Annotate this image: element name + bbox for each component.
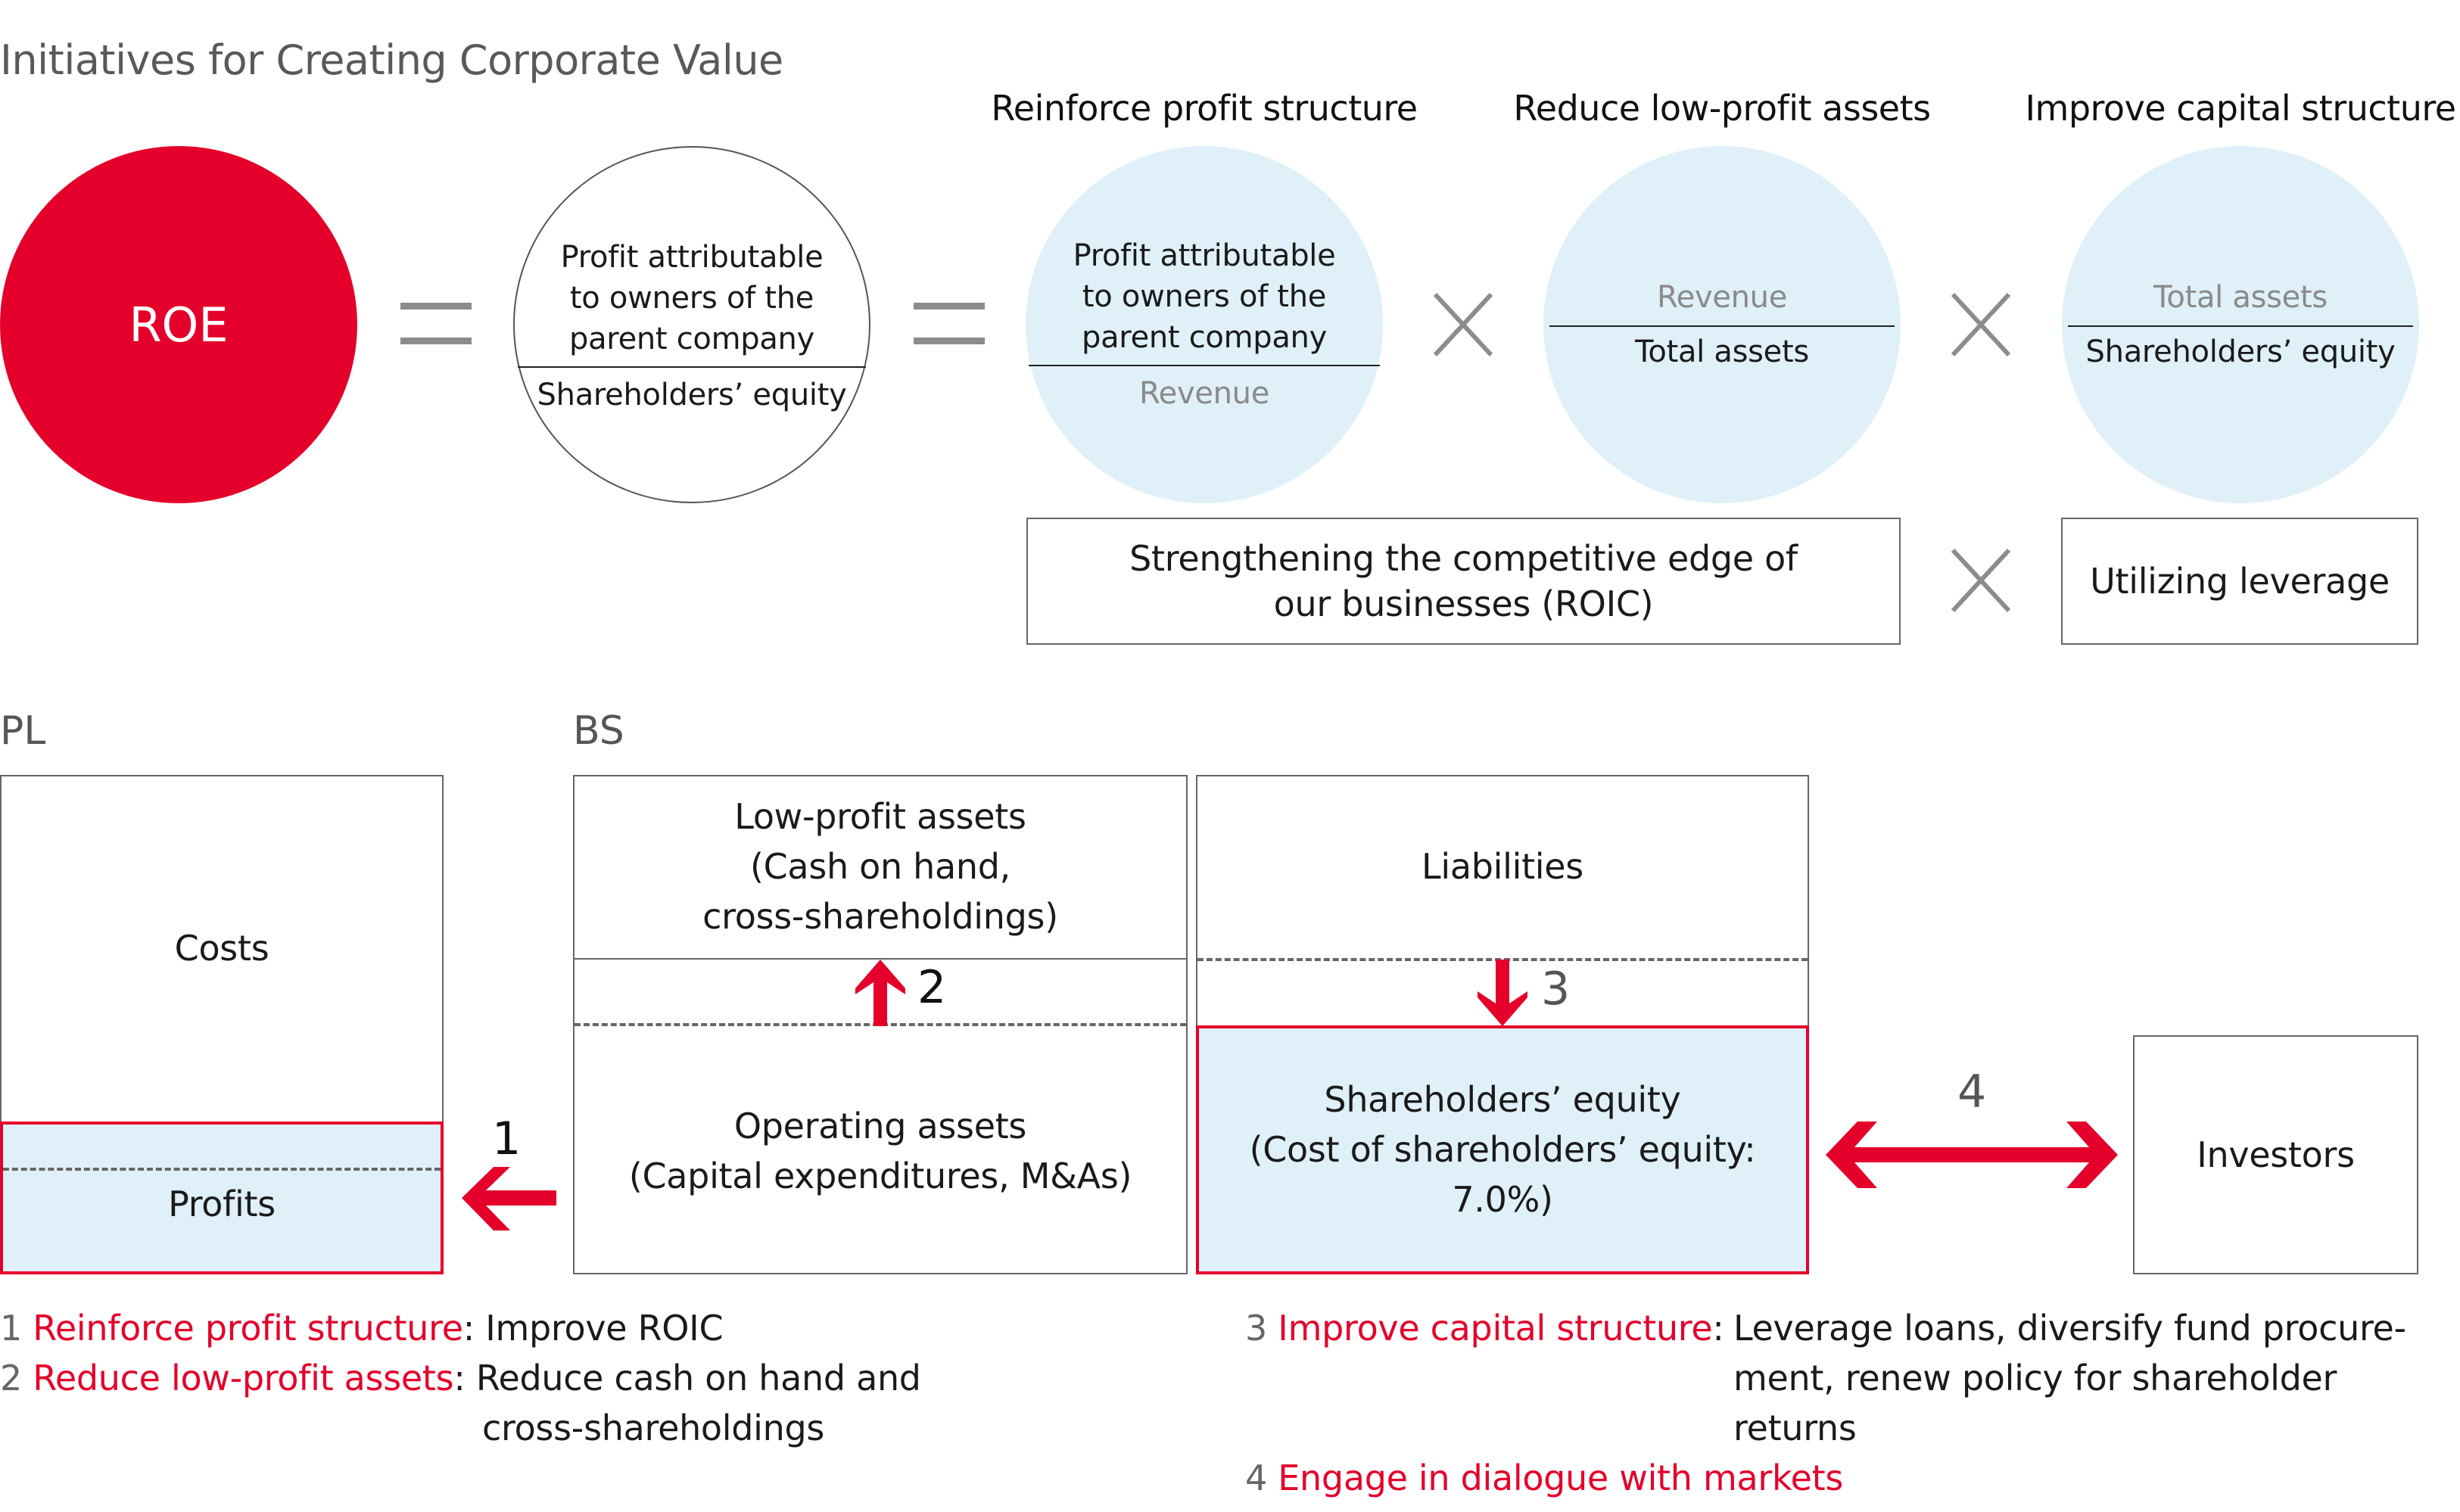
equity-line: Shareholders’ equity: [1324, 1079, 1681, 1120]
numerator-line: to owners of the: [1082, 279, 1327, 314]
low-profit-assets-label: Low-profit assets (Cash on hand, cross-s…: [573, 792, 1188, 941]
bs-label: BS: [573, 708, 624, 754]
fraction-bar: [518, 366, 866, 368]
double-arrow-icon: [1826, 1122, 2118, 1188]
low-profit-line: cross-shareholdings): [702, 896, 1058, 937]
note-title: Improve capital structure: [1278, 1308, 1713, 1349]
multiply-icon: [1951, 292, 2011, 357]
equity-line: (Cost of shareholders’ equity:: [1249, 1129, 1756, 1170]
note-1: 1 Reinforce profit structure: Improve RO…: [0, 1303, 724, 1353]
fraction-bar: [1029, 365, 1380, 366]
denominator: Revenue: [1138, 376, 1270, 411]
note-number: 1: [0, 1308, 22, 1349]
profits-dashed-line: [3, 1168, 441, 1171]
multiply-icon: [1433, 292, 1493, 357]
profit-margin-circle: Profit attributable to owners of the par…: [1026, 146, 1383, 503]
note-3-desc: ment, renew policy for shareholder: [1733, 1358, 2337, 1398]
roe-ratio-circle: Profit attributable to owners of the par…: [513, 146, 870, 503]
low-profit-line: (Cash on hand,: [749, 846, 1011, 887]
investors-label: Investors: [2197, 1134, 2355, 1175]
note-title: Engage in dialogue with markets: [1278, 1458, 1844, 1498]
note-colon: :: [462, 1308, 475, 1349]
note-4: 4 Engage in dialogue with markets: [1245, 1453, 1843, 1503]
roe-circle: ROE: [0, 146, 357, 503]
leverage-label: Utilizing leverage: [2090, 561, 2390, 602]
denominator: Shareholders’ equity: [2085, 334, 2396, 369]
note-number: 2: [0, 1358, 22, 1398]
marker-4: 4: [1957, 1066, 1987, 1118]
note-title: Reinforce profit structure: [33, 1308, 463, 1349]
fraction-bar: [2068, 325, 2413, 327]
liabilities-label: Liabilities: [1422, 846, 1583, 887]
note-number: 3: [1245, 1308, 1267, 1349]
roic-line: our businesses (ROIC): [1273, 583, 1654, 624]
numerator-line: Profit attributable: [560, 240, 824, 275]
roe-label: ROE: [129, 297, 229, 353]
profits-box: [0, 1122, 444, 1274]
note-3-desc: returns: [1733, 1408, 1857, 1448]
arrow-left-icon: [462, 1167, 556, 1230]
note-colon: :: [453, 1358, 466, 1398]
roic-box: Strengthening the competitive edge of ou…: [1026, 518, 1901, 645]
note-desc: Improve ROIC: [485, 1308, 724, 1349]
note-2: 2 Reduce low-profit assets: Reduce cash …: [0, 1353, 921, 1403]
note-3: 3 Improve capital structure:: [1245, 1303, 1724, 1353]
denominator: Shareholders’ equity: [537, 378, 847, 412]
investors-box: Investors: [2133, 1035, 2418, 1274]
marker-2: 2: [917, 961, 947, 1014]
roic-line: Strengthening the competitive edge of: [1129, 538, 1798, 579]
operating-line: (Capital expenditures, M&As): [628, 1156, 1132, 1196]
numerator-line: parent company: [569, 322, 814, 356]
equity-box: [1196, 1025, 1809, 1274]
page-title: Initiatives for Creating Corporate Value: [0, 36, 783, 84]
header-improve-capital-structure: Improve capital structure: [2025, 88, 2456, 129]
note-3-desc: Leverage loans, diversify fund procure-: [1733, 1308, 2406, 1349]
equity-label: Shareholders’ equity (Cost of shareholde…: [1196, 1075, 1809, 1224]
numerator: Revenue: [1656, 280, 1788, 315]
header-reduce-low-profit-assets: Reduce low-profit assets: [1513, 88, 1931, 129]
profits-label: Profits: [168, 1184, 276, 1224]
numerator-line: to owners of the: [569, 281, 814, 316]
numerator-line: Profit attributable: [1073, 238, 1336, 273]
note-number: 4: [1245, 1458, 1267, 1498]
operating-assets-label: Operating assets (Capital expenditures, …: [573, 1101, 1188, 1201]
note-colon: :: [1712, 1308, 1724, 1349]
low-profit-divider: [575, 958, 1186, 960]
note-2-desc-cont: cross-shareholdings: [482, 1408, 825, 1448]
numerator-line: parent company: [1082, 320, 1327, 355]
numerator: Total assets: [2153, 280, 2328, 315]
equity-line: 7.0%): [1452, 1179, 1553, 1220]
denominator: Total assets: [1635, 334, 1809, 369]
costs-label: Costs: [174, 928, 269, 969]
marker-3: 3: [1541, 963, 1571, 1016]
pl-label: PL: [0, 708, 46, 754]
leverage-circle: Total assets Shareholders’ equity: [2062, 146, 2419, 503]
note-desc: Reduce cash on hand and: [475, 1358, 921, 1398]
marker-1: 1: [492, 1112, 522, 1165]
arrow-down-icon: [1478, 960, 1527, 1026]
leverage-box: Utilizing leverage: [2061, 518, 2418, 645]
fraction-bar: [1549, 325, 1895, 327]
asset-turnover-circle: Revenue Total assets: [1543, 146, 1901, 503]
multiply-icon: [1951, 548, 2011, 613]
low-profit-line: Low-profit assets: [734, 796, 1026, 837]
header-reinforce-profit-structure: Reinforce profit structure: [991, 88, 1418, 129]
operating-line: Operating assets: [733, 1106, 1027, 1146]
note-title: Reduce low-profit assets: [33, 1358, 454, 1398]
arrow-up-icon: [855, 960, 905, 1026]
